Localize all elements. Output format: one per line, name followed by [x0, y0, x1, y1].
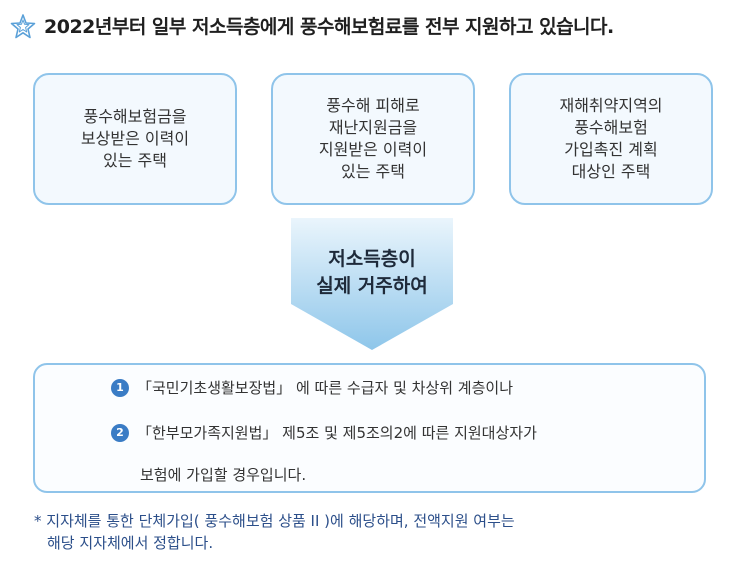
headline-text: 2022년부터 일부 저소득층에게 풍수해보험료를 전부 지원하고 있습니다.	[44, 16, 614, 38]
number-badge-2: 2	[111, 423, 129, 442]
housing-box-text: 풍수해보험금을 보상받은 이력이 있는 주택	[80, 107, 190, 170]
headline: 2022년부터 일부 저소득층에게 풍수해보험료를 전부 지원하고 있습니다.	[10, 12, 614, 39]
housing-box-text: 재해취약지역의 풍수해보험 가입촉진 계획 대상인 주택	[559, 96, 663, 181]
star-outline-icon	[10, 13, 36, 39]
down-arrow-shape	[291, 218, 453, 350]
housing-box-disaster-aid: 풍수해 피해로 재난지원금을 지원받은 이력이 있는 주택	[271, 73, 475, 205]
number-badge-1: 1	[111, 378, 129, 397]
down-arrow: 저소득층이 실제 거주하여	[291, 218, 453, 350]
eligible-housing-boxes: 풍수해보험금을 보상받은 이력이 있는 주택 풍수해 피해로 재난지원금을 지원…	[33, 73, 713, 205]
condition-text-1: 「국민기초생활보장법」 에 따른 수급자 및 차상위 계층이나	[137, 379, 514, 397]
housing-box-compensated: 풍수해보험금을 보상받은 이력이 있는 주택	[33, 73, 237, 205]
condition-text-2: 「한부모가족지원법」 제5조 및 제5조의2에 따른 지원대상자가	[137, 424, 537, 442]
footnote: * 지자체를 통한 단체가입( 풍수해보험 상품 II )에 해당하며, 전액지…	[34, 510, 515, 554]
housing-box-vulnerable-area: 재해취약지역의 풍수해보험 가입촉진 계획 대상인 주택	[509, 73, 713, 205]
condition-item-2: 2 「한부모가족지원법」 제5조 및 제5조의2에 따른 지원대상자가	[111, 422, 537, 443]
condition-item-1: 1 「국민기초생활보장법」 에 따른 수급자 및 차상위 계층이나	[111, 377, 513, 398]
condition-item-2-cont: 보험에 가입할 경우입니다.	[140, 464, 306, 485]
footnote-line-2: 해당 지자체에서 정합니다.	[47, 534, 214, 552]
arrow-text: 저소득층이 실제 거주하여	[316, 248, 428, 297]
conditions-box: 1 「국민기초생활보장법」 에 따른 수급자 및 차상위 계층이나 2 「한부모…	[33, 363, 706, 493]
housing-box-text: 풍수해 피해로 재난지원금을 지원받은 이력이 있는 주택	[318, 96, 428, 181]
footnote-line-1: * 지자체를 통한 단체가입( 풍수해보험 상품 II )에 해당하며, 전액지…	[34, 512, 515, 530]
condition-text-2-cont: 보험에 가입할 경우입니다.	[140, 466, 307, 484]
